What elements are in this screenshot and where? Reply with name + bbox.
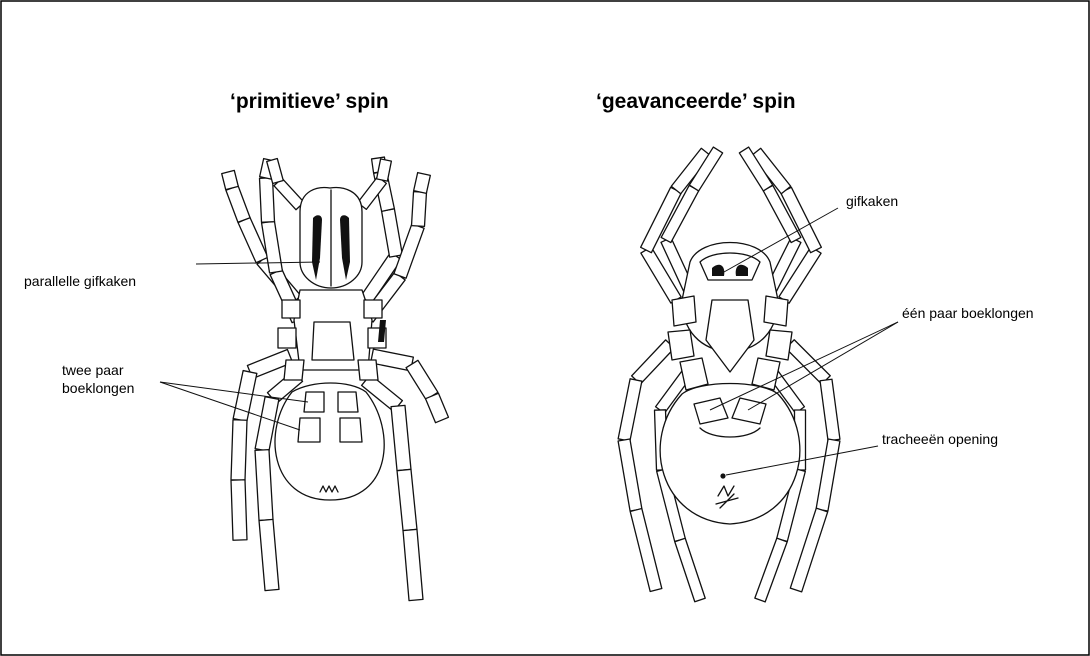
one-pair-book-lungs-label: één paar boeklongen bbox=[902, 305, 1034, 321]
parallel-fangs-label: parallelle gifkaken bbox=[24, 273, 136, 289]
advanced-spider-title: ‘geavanceerde’ spin bbox=[596, 90, 796, 113]
primitive-spider-title: ‘primitieve’ spin bbox=[230, 90, 389, 113]
book-lungs-label-line2: boeklongen bbox=[62, 380, 134, 396]
tracheal-opening-label: tracheeën opening bbox=[882, 431, 998, 447]
book-lungs-label-line1: twee paar bbox=[62, 362, 124, 378]
fangs-label: gifkaken bbox=[846, 193, 898, 209]
